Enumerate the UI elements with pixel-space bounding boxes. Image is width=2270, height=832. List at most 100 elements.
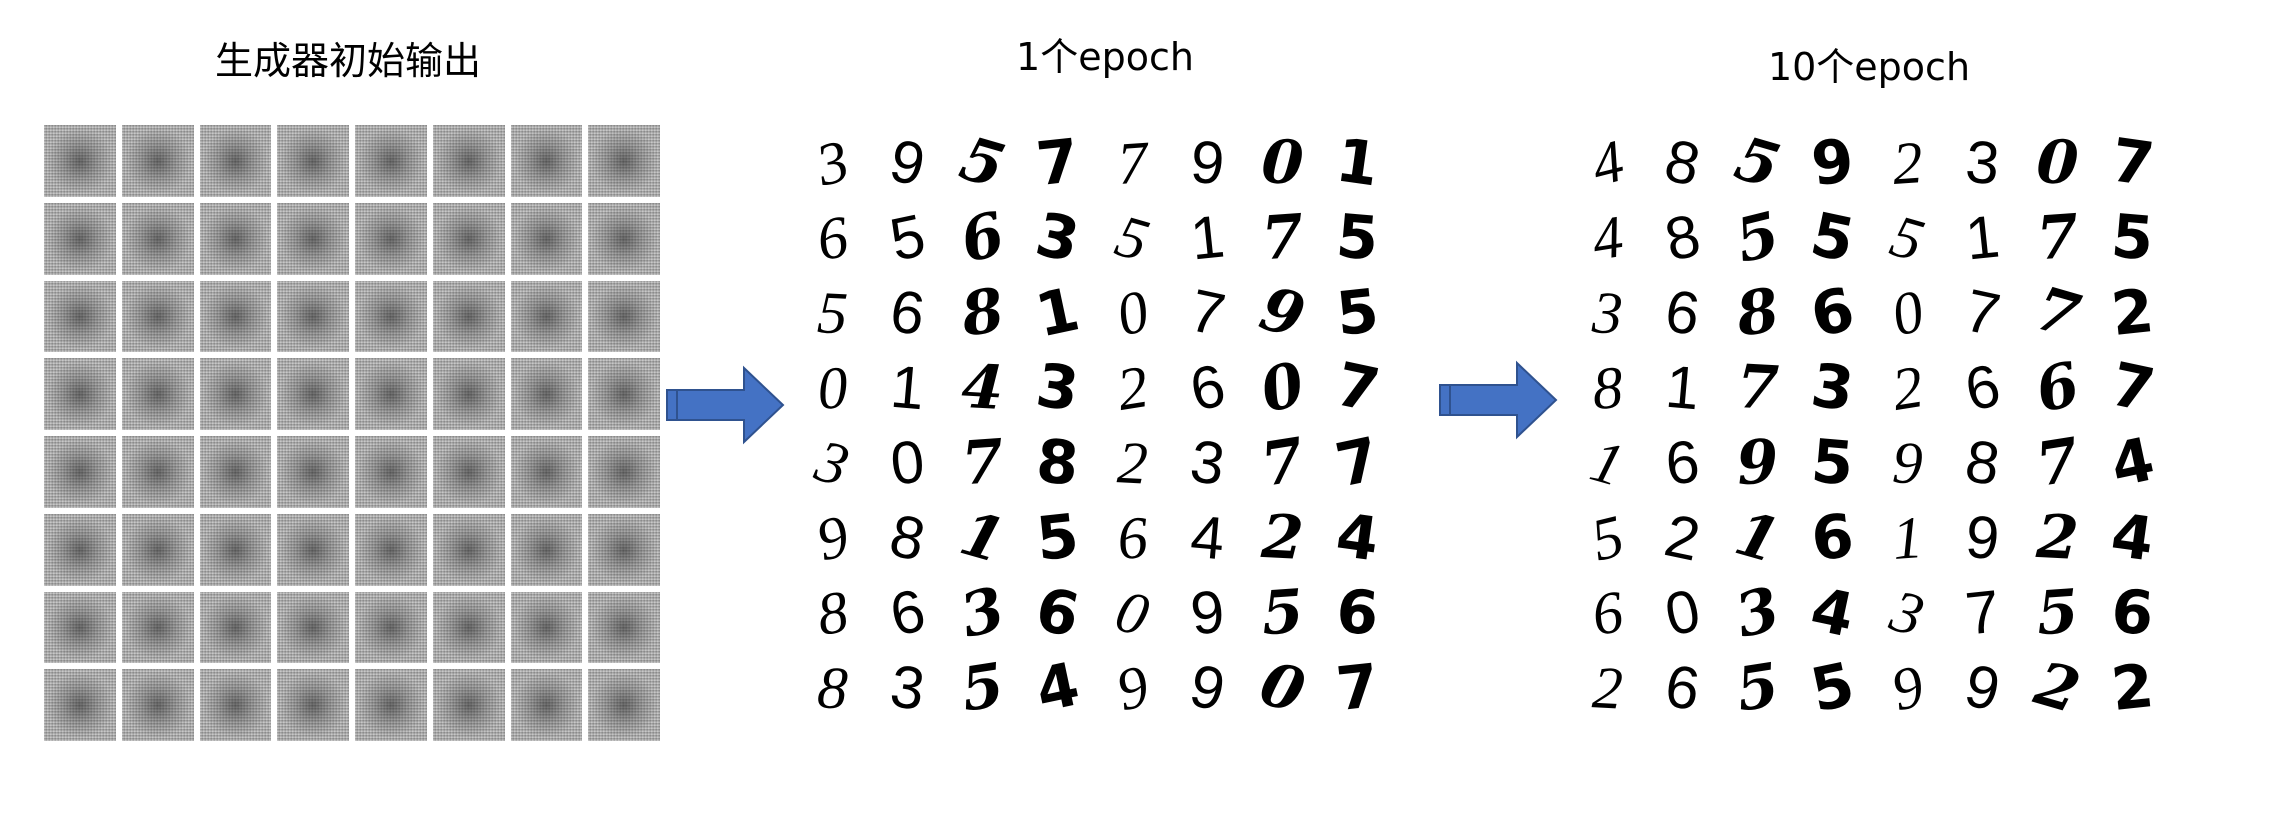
epoch-10-digit-sample: 8 — [1731, 274, 1784, 351]
epoch-10-digit-sample: 2 — [2027, 648, 2088, 727]
epoch-10-digit-sample: 5 — [1727, 123, 1788, 202]
epoch-1-digit-sample: 0 — [1108, 576, 1157, 649]
epoch-10-digit-sample: 9 — [1734, 426, 1781, 499]
noise-sample — [355, 436, 427, 508]
epoch-1-digit-sample: 9 — [1187, 576, 1228, 648]
noise-sample — [277, 280, 349, 353]
epoch-10-digit-sample: 7 — [1959, 275, 2006, 349]
noise-sample — [432, 669, 505, 741]
noise-sample — [121, 591, 194, 664]
epoch-1-digit-sample: 5 — [1259, 576, 1306, 649]
epoch-1-digit-sample: 4 — [1187, 502, 1228, 572]
epoch-10-digit-sample: 5 — [2034, 576, 2081, 649]
epoch-10-digit-sample: 5 — [1728, 198, 1787, 277]
epoch-1-digit-sample: 8 — [956, 274, 1009, 351]
epoch-10-digit-sample: 2 — [2108, 275, 2157, 350]
epoch-1-digit-sample: 6 — [812, 202, 853, 273]
noise-sample — [510, 358, 583, 430]
epoch-1-digit-sample: 9 — [1252, 273, 1313, 352]
noise-sample — [510, 669, 583, 741]
noise-sample — [44, 669, 116, 741]
noise-sample — [432, 436, 505, 508]
noise-sample — [277, 125, 349, 197]
epoch-10-digit-sample: 2 — [1659, 500, 1706, 574]
epoch-10-digit-sample: 0 — [2034, 126, 2081, 199]
epoch-10-digit-sample: 4 — [2104, 423, 2161, 502]
epoch-10-digit-sample: 6 — [2108, 575, 2157, 650]
noise-sample — [510, 202, 583, 275]
noise-sample — [199, 280, 272, 353]
epoch-10-digit-sample: 2 — [1887, 352, 1928, 423]
epoch-10-digit-sample: 5 — [1584, 501, 1631, 574]
epoch-1-digit-sample: 0 — [1259, 126, 1306, 199]
epoch-10-digit-sample: 0 — [1884, 276, 1931, 349]
epoch-1-digit-sample: 9 — [809, 501, 856, 574]
epoch-1-digit-sample: 8 — [812, 577, 853, 648]
epoch-1-digit-sample: 3 — [808, 426, 857, 499]
epoch-1-digit-sample: 9 — [1184, 650, 1231, 724]
epoch-1-digit-sample: 6 — [1029, 573, 1086, 652]
epoch-1-digit-sample: 7 — [959, 426, 1006, 499]
noise-sample — [277, 513, 349, 586]
noise-sample — [199, 125, 272, 197]
epoch-10-digit-sample: 2 — [1890, 128, 1925, 197]
epoch-10-digit-sample: 3 — [1962, 127, 2003, 197]
epoch-10-digit-sample: 3 — [1883, 576, 1932, 649]
epoch-1-digit-sample: 1 — [952, 498, 1013, 577]
epoch-1-digit-sample: 9 — [1109, 651, 1156, 724]
noise-sample — [432, 202, 505, 275]
noise-sample — [355, 669, 427, 741]
epoch-1-digit-sample: 2 — [1112, 352, 1153, 423]
epoch-10-digit-sample: 6 — [1804, 273, 1861, 352]
noise-sample — [199, 669, 272, 741]
epoch-1-digit-sample: 4 — [959, 351, 1006, 424]
epoch-1-digit-sample: 2 — [1115, 428, 1150, 497]
epoch-10-digit-sample: 6 — [1661, 651, 1704, 723]
epoch-10-digit-sample: 1 — [1583, 426, 1632, 499]
epoch-1-digit-sample: 8 — [815, 653, 850, 722]
epoch-1-digit-sample: 5 — [1033, 500, 1082, 575]
noise-sample — [510, 280, 583, 353]
noise-sample — [277, 202, 349, 275]
epoch-10-digit-sample: 2 — [2034, 501, 2081, 574]
epoch-1-digit-sample: 7 — [1256, 424, 1309, 501]
epoch-1-digit-sample: 5 — [1108, 201, 1157, 274]
epoch-1-digit-sample: 8 — [1033, 425, 1082, 500]
noise-sample — [432, 591, 505, 664]
epoch-10-digit-sample: 5 — [2108, 200, 2157, 275]
noise-sample — [588, 125, 660, 197]
noise-sample — [355, 125, 427, 197]
epoch-1-digit-sample: 5 — [1333, 275, 1382, 350]
epoch-10-digit-sample: 5 — [1804, 198, 1861, 277]
epoch-1-digit-sample: 6 — [886, 276, 929, 348]
epoch-10-digit-sample: 4 — [1587, 202, 1628, 273]
epoch-1-digit-sample: 6 — [884, 575, 931, 649]
noise-sample — [510, 591, 583, 664]
noise-sample — [199, 591, 272, 664]
epoch-10-digit-sample: 5 — [1804, 648, 1861, 727]
noise-sample — [121, 358, 194, 430]
epoch-1-digit-sample: 3 — [1031, 349, 1084, 426]
epoch-10-digit-sample: 5 — [1808, 425, 1857, 500]
epoch-1-digit-sample: 1 — [1331, 124, 1384, 201]
epoch-10-digit-sample: 1 — [1727, 498, 1788, 577]
epoch-1-digit-sample: 6 — [1184, 350, 1231, 424]
noise-sample — [121, 280, 194, 353]
epoch-1-digit-sample: 7 — [1184, 275, 1231, 349]
epoch-1-digit-sample: 1 — [1187, 201, 1228, 273]
noise-sample — [588, 280, 660, 353]
noise-sample — [277, 669, 349, 741]
noise-sample — [588, 669, 660, 741]
noise-sample — [199, 202, 272, 275]
panel-title-epoch-1: 1个epoch — [1016, 35, 1194, 79]
epoch-10-digit-sample: 7 — [1962, 576, 2003, 648]
noise-sample — [510, 436, 583, 508]
epoch-10-digit-sample: 3 — [1590, 278, 1625, 347]
epoch-1-digit-sample: 6 — [953, 198, 1012, 277]
epoch-10-digit-sample: 7 — [2034, 201, 2081, 274]
epoch-1-digit-sample: 0 — [887, 426, 928, 498]
epoch-10-digit-sample: 9 — [1962, 502, 2003, 572]
epoch-1-digit-sample: 3 — [809, 126, 856, 199]
